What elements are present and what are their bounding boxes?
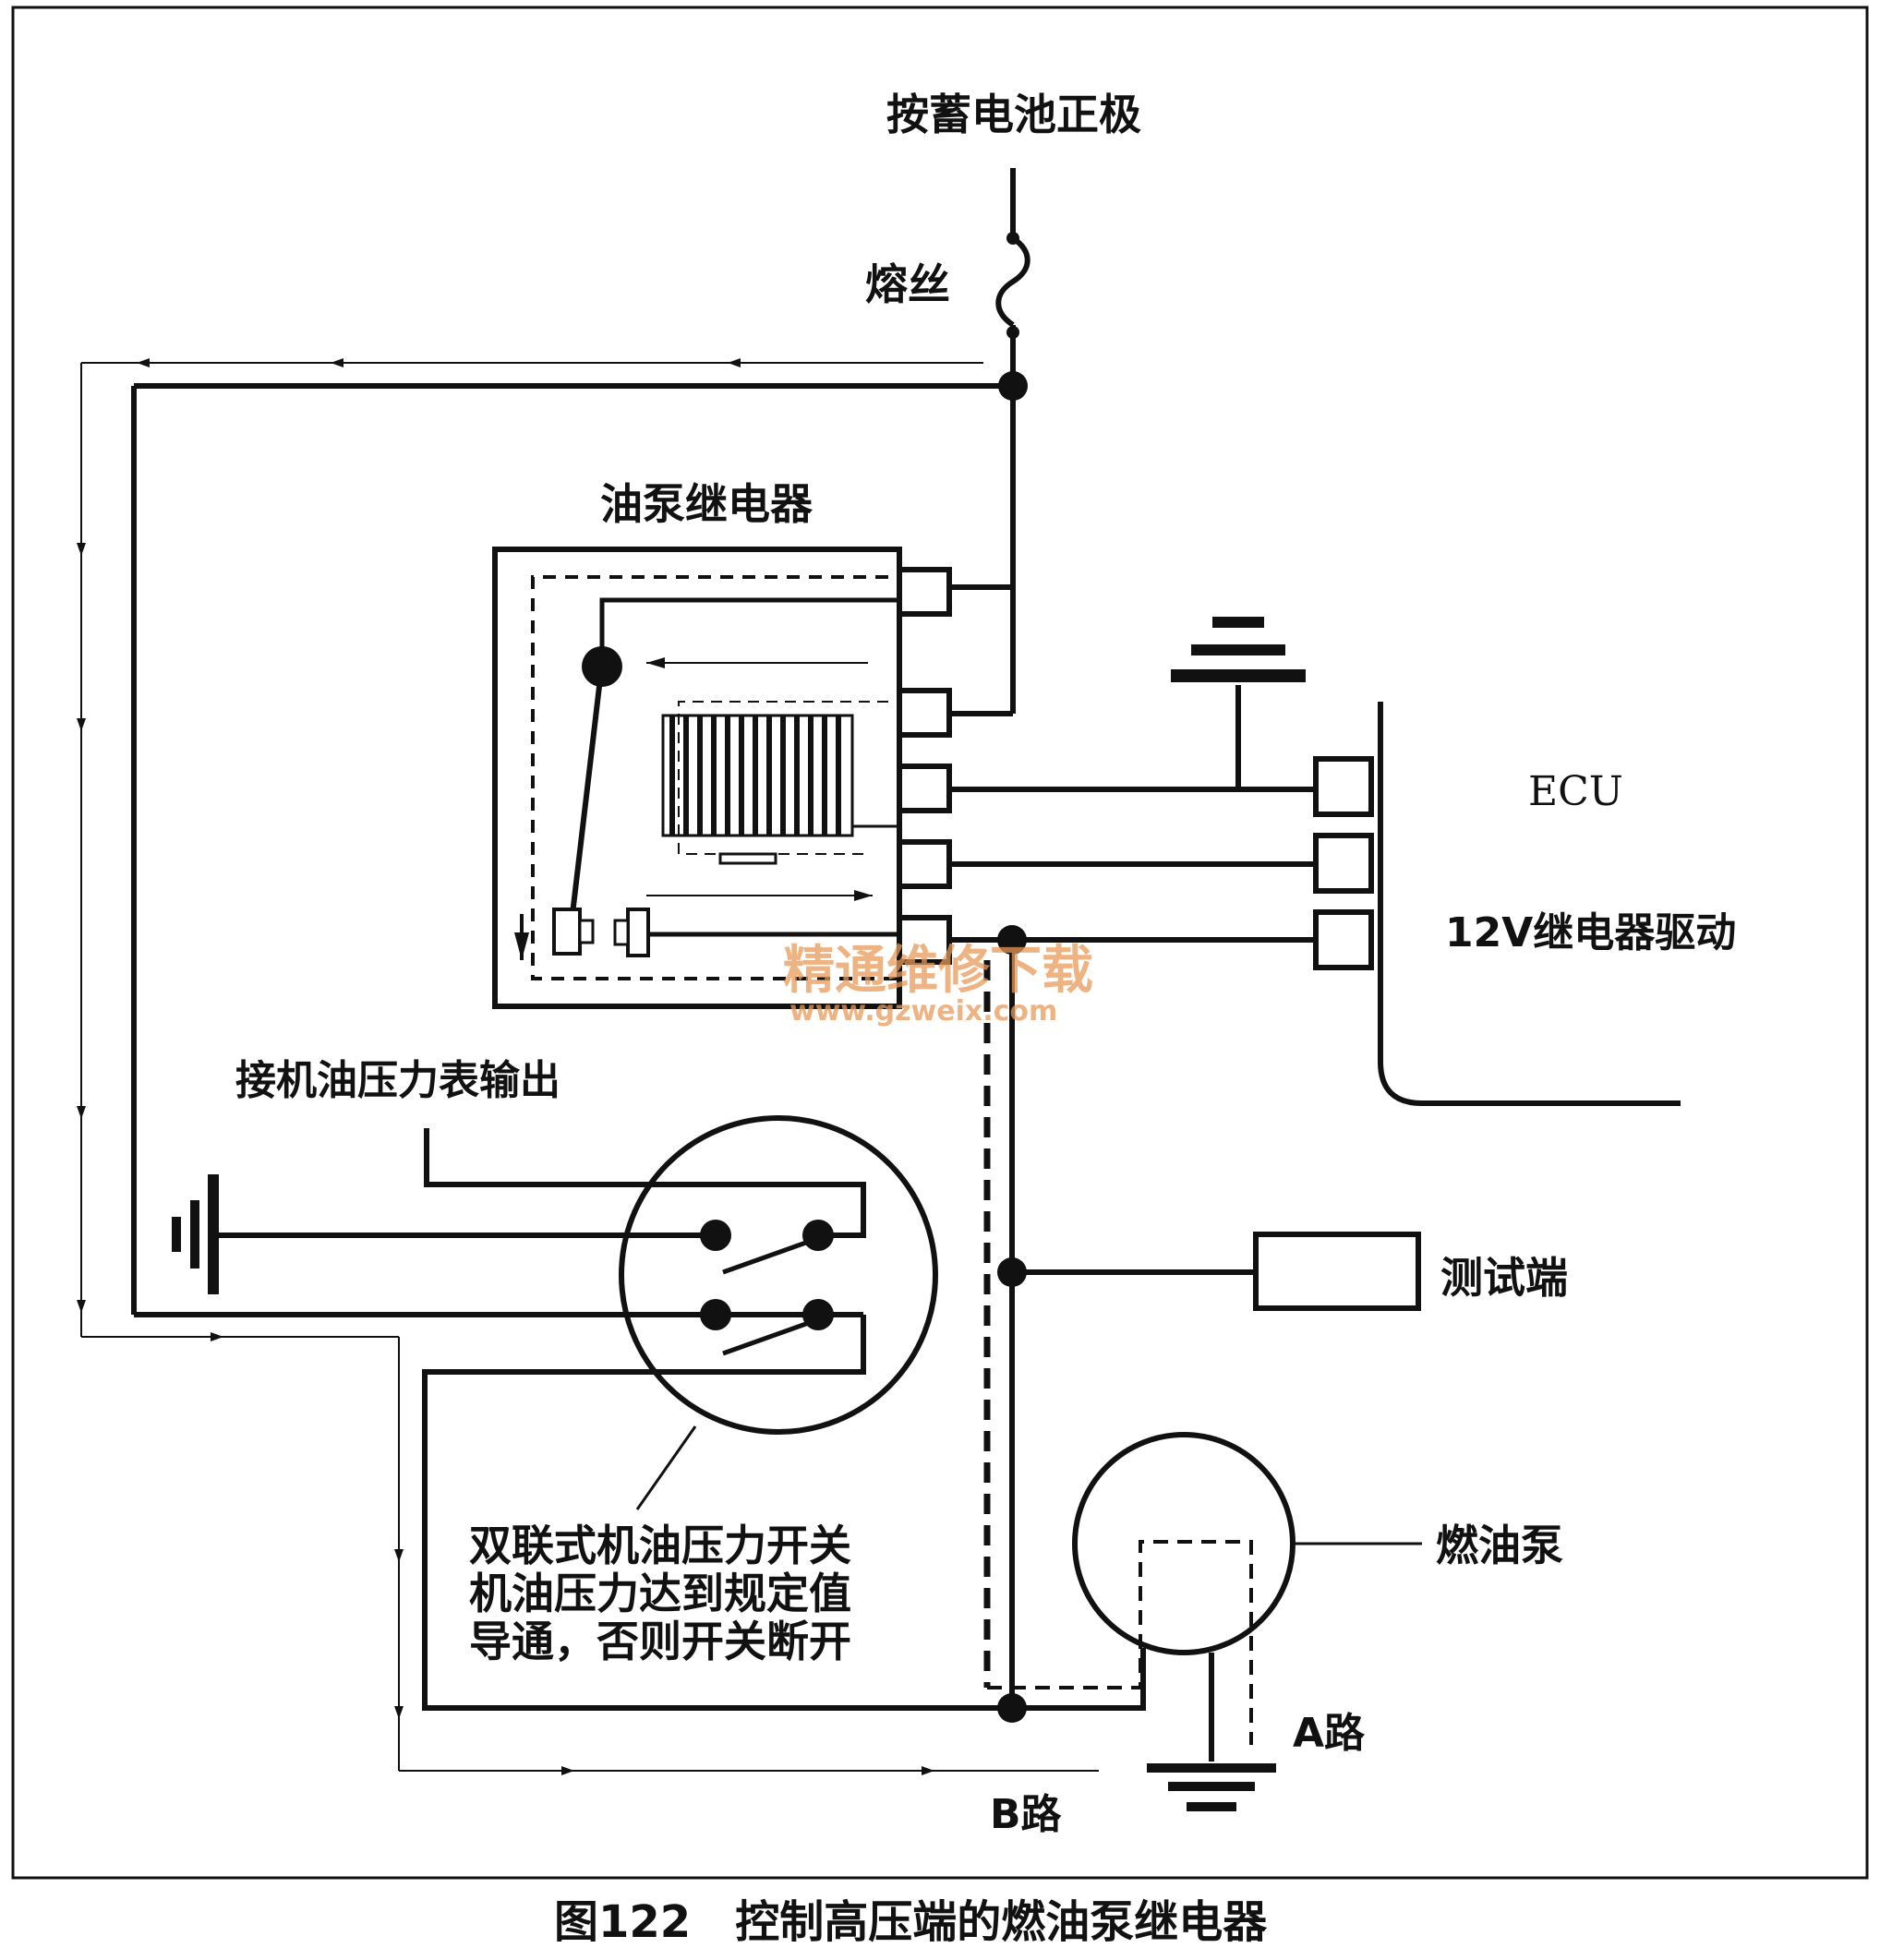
path-b-label: B路 bbox=[990, 1791, 1063, 1838]
relay-drive-label: 12V继电器驱动 bbox=[1445, 909, 1736, 956]
pump-relay-label: 油泵继电器 bbox=[600, 479, 813, 529]
relay-pin-5 bbox=[897, 915, 952, 965]
switch-desc-line3: 导通，否则开关断开 bbox=[469, 1617, 851, 1666]
oil-gauge-output-label: 接机油压力表输出 bbox=[235, 1057, 560, 1104]
watermark-line2: www.gzweix.com bbox=[789, 995, 1057, 1028]
test-terminal-label: 测试端 bbox=[1440, 1253, 1568, 1303]
dual-oil-pressure-switch bbox=[134, 1115, 938, 1510]
pump-supply-wire bbox=[422, 1315, 1146, 1711]
fuel-pump-label: 燃油泵 bbox=[1436, 1521, 1563, 1570]
ecu-pin-2 bbox=[1313, 833, 1374, 894]
relay-ecu-wires bbox=[949, 685, 1316, 943]
battery-feed-wire bbox=[995, 168, 1030, 386]
test-wire bbox=[1009, 940, 1256, 1708]
relay-coil-windings bbox=[669, 715, 841, 836]
relay-pin-3 bbox=[897, 764, 952, 813]
figure-caption: 图122 控制高压端的燃油泵继电器 bbox=[554, 1896, 1268, 1948]
relay-contact-fixed bbox=[552, 908, 582, 956]
switch-desc-line2: 机油压力达到规定值 bbox=[469, 1569, 851, 1618]
ecu-pin-3 bbox=[1313, 909, 1374, 970]
switch-contact-1a bbox=[700, 1220, 731, 1251]
switch-desc-line1: 双联式机油压力开关 bbox=[469, 1521, 851, 1570]
ecu-pin-1 bbox=[1313, 756, 1374, 817]
relay-ground-symbol bbox=[1171, 617, 1306, 682]
flow-arrows bbox=[77, 358, 934, 1775]
path-a-label: A路 bbox=[1293, 1710, 1366, 1757]
relay-pin-4 bbox=[897, 839, 952, 889]
relay-pin-1 bbox=[897, 567, 952, 617]
switch-contact-1b bbox=[802, 1220, 834, 1251]
test-junction bbox=[997, 1257, 1027, 1287]
pump-junction bbox=[997, 1693, 1027, 1723]
ecu-block bbox=[1313, 702, 1681, 1106]
outer-frame bbox=[11, 6, 1869, 1880]
fuse-terminal-top bbox=[1006, 232, 1019, 245]
watermark-line1: 精通维修下载 bbox=[783, 941, 1093, 1001]
pump-ground-symbol bbox=[1147, 1763, 1276, 1811]
test-terminal-box bbox=[1253, 1232, 1421, 1311]
pump-relay-box bbox=[492, 547, 952, 1009]
ecu-label: ECU bbox=[1528, 768, 1623, 815]
switch-ground-symbol bbox=[172, 1174, 219, 1294]
switch-contact-2a bbox=[700, 1299, 731, 1330]
relay-drive-junction bbox=[997, 925, 1027, 955]
fuse-label: 熔丝 bbox=[865, 259, 950, 309]
relay-pin-2 bbox=[897, 688, 952, 738]
battery-positive-label: 按蓄电池正极 bbox=[886, 90, 1141, 139]
main-supply-wire bbox=[131, 383, 1016, 1317]
fuse-terminal-bottom bbox=[1006, 326, 1019, 339]
relay-contact-moving bbox=[626, 908, 650, 957]
relay-contact-pivot bbox=[582, 646, 622, 687]
current-flow-path-a bbox=[983, 960, 1253, 1745]
